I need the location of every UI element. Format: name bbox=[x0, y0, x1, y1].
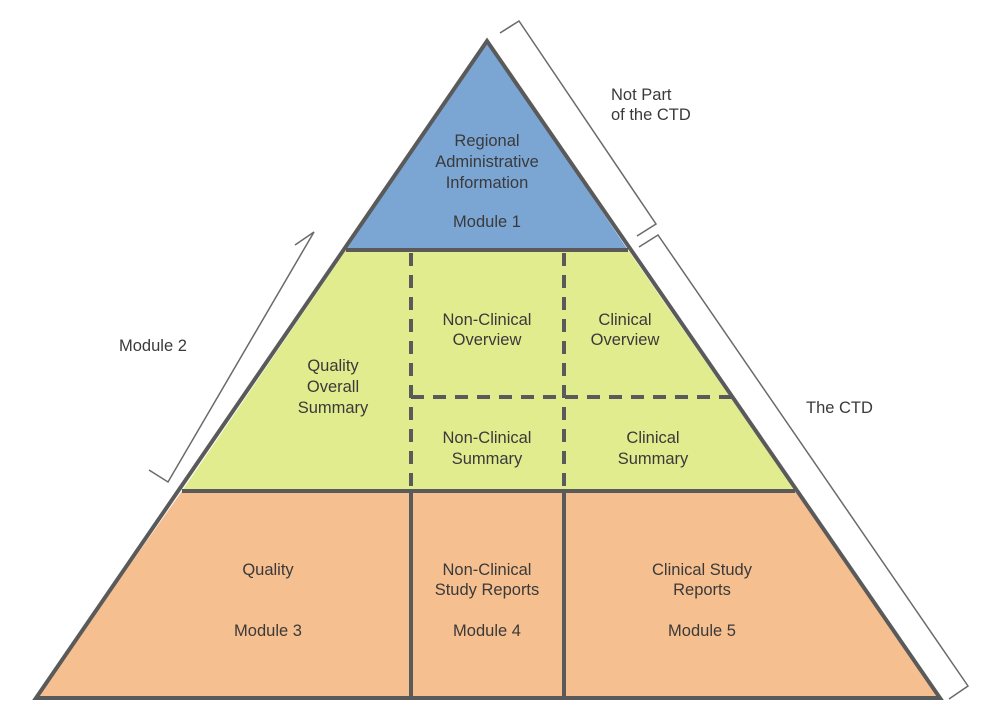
clinical-overview-line1: Clinical bbox=[598, 311, 651, 329]
quality-overall-summary-line1: Quality bbox=[307, 357, 359, 375]
clinical-overview-line2: Overview bbox=[591, 331, 660, 349]
module2-bracket-label: Module 2 bbox=[119, 337, 187, 355]
module5-label: Module 5 bbox=[668, 622, 736, 640]
module1-label: Module 1 bbox=[453, 213, 521, 231]
clinical-study-reports-line1: Clinical Study bbox=[652, 561, 753, 579]
clinical-summary-line1: Clinical bbox=[626, 429, 679, 447]
not-part-label-line1: Not Part bbox=[611, 86, 672, 104]
nonclinical-overview-line2: Overview bbox=[453, 331, 522, 349]
clinical-summary-line2: Summary bbox=[618, 450, 689, 468]
module3-label: Module 3 bbox=[234, 622, 302, 640]
the-ctd-label: The CTD bbox=[806, 399, 873, 417]
quality-label: Quality bbox=[242, 561, 294, 579]
module-2-dashed-dividers bbox=[409, 253, 738, 489]
quality-overall-summary-line2: Overall bbox=[307, 378, 359, 396]
pyramid-outline bbox=[32, 37, 944, 700]
nonclinical-summary-line1: Non-Clinical bbox=[443, 429, 532, 447]
not-part-label-line2: of the CTD bbox=[611, 106, 691, 124]
the-ctd-bracket bbox=[638, 233, 970, 700]
nonclinical-overview-line1: Non-Clinical bbox=[443, 311, 532, 329]
nonclinical-study-reports-line2: Study Reports bbox=[435, 581, 540, 599]
module1-title-line3: Information bbox=[446, 174, 529, 192]
nonclinical-study-reports-line1: Non-Clinical bbox=[443, 561, 532, 579]
module-1-section bbox=[346, 41, 628, 250]
module1-title-line2: Administrative bbox=[435, 153, 539, 171]
module1-title-line1: Regional bbox=[454, 132, 519, 150]
module4-label: Module 4 bbox=[453, 622, 521, 640]
module-2-section bbox=[182, 250, 795, 491]
module2-bracket bbox=[148, 231, 315, 484]
quality-overall-summary-line3: Summary bbox=[298, 399, 369, 417]
module-3-5-section bbox=[36, 491, 940, 698]
not-part-bracket bbox=[499, 19, 658, 237]
nonclinical-summary-line2: Summary bbox=[452, 450, 523, 468]
clinical-study-reports-line2: Reports bbox=[673, 581, 731, 599]
